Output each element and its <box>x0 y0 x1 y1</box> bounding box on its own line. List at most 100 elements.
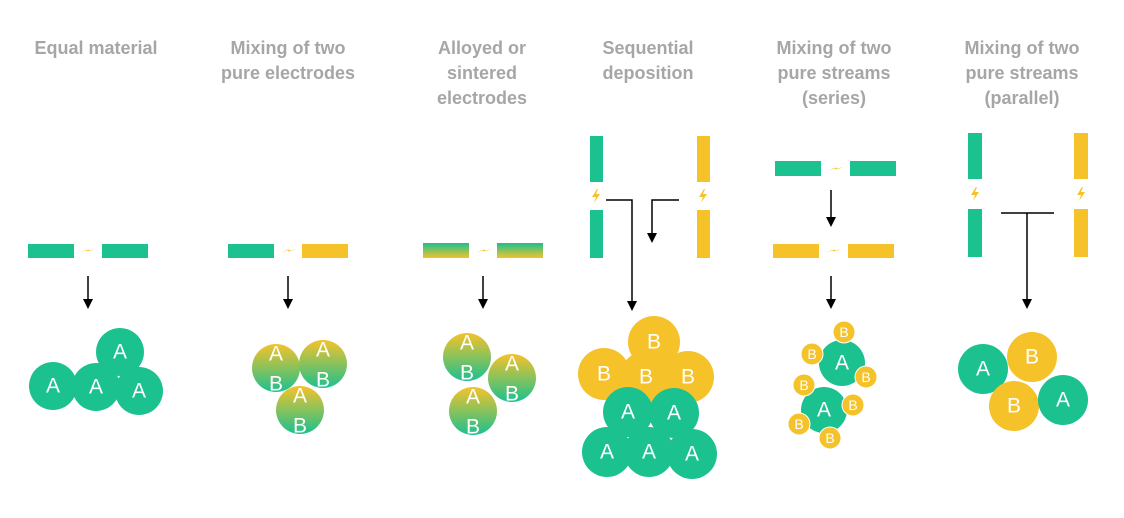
particle-label: B <box>466 416 480 439</box>
particle-mixed <box>276 386 324 434</box>
particle-b-small <box>854 365 878 389</box>
particle-label: A <box>600 441 614 464</box>
particle-label: B <box>597 363 611 386</box>
panel-title-mixing-streams-parallel: Mixing of two pure streams (parallel) <box>964 38 1080 108</box>
electrode-a <box>590 210 603 258</box>
particle-label: A <box>46 375 60 398</box>
electrode-b <box>773 244 819 258</box>
electrode-b <box>697 210 710 258</box>
particle-a <box>1038 375 1088 425</box>
particle-mixed <box>252 344 300 392</box>
particle-b <box>578 348 630 400</box>
particle-cluster: B B B B A A A A A <box>578 316 717 479</box>
panel-title-equal-material: Equal material <box>34 38 158 58</box>
particle-b-small <box>832 320 856 344</box>
stream-arrow-b <box>647 199 679 243</box>
particle-label: A <box>1056 389 1070 412</box>
panel-mixing-pure-electrodes: A B A B A B <box>228 244 348 438</box>
particle-label: B <box>460 362 474 385</box>
electrode-a <box>968 209 982 257</box>
particle-label: A <box>976 358 990 381</box>
panel-streams-series: A A B B B B B B B <box>773 161 896 450</box>
stream-arrow-a <box>606 199 637 311</box>
particle-label: B <box>848 397 857 413</box>
particle-label: B <box>681 366 695 389</box>
particle-label: B <box>293 415 307 438</box>
particle-a <box>603 387 653 437</box>
particle-label: B <box>639 366 653 389</box>
particle-cluster: A B A B A B <box>443 332 536 439</box>
electrode-b <box>302 244 348 258</box>
particle-label: A <box>685 443 699 466</box>
particle-label: B <box>1007 395 1021 418</box>
spark-icon <box>1077 187 1085 201</box>
spark-icon <box>699 189 707 203</box>
particle-label: A <box>460 332 474 355</box>
particle-label: B <box>861 369 870 385</box>
particle-b <box>989 381 1039 431</box>
particle-mixed <box>449 387 497 435</box>
panel-equal-material: A A A A <box>28 244 163 415</box>
particle-label: B <box>647 331 661 354</box>
electrode-a <box>850 161 896 176</box>
particle-a <box>115 367 163 415</box>
particle-mixed <box>299 340 347 388</box>
electrode-b <box>697 136 710 182</box>
particle-b-small <box>818 426 842 450</box>
spark-icon <box>476 248 492 253</box>
particle-mixed <box>488 354 536 402</box>
particle-label: B <box>825 430 834 446</box>
particle-label: B <box>1025 346 1039 369</box>
electrode-a <box>590 136 603 182</box>
particle-b-small <box>800 342 824 366</box>
particle-label: A <box>642 441 656 464</box>
panel-title-mixing-streams-series: Mixing of two pure streams (series) <box>776 38 892 108</box>
particle-label: B <box>794 416 803 432</box>
electrode-a <box>968 133 982 179</box>
particle-a <box>667 429 717 479</box>
particle-label: A <box>316 339 330 362</box>
particle-label: B <box>839 324 848 340</box>
particle-a <box>649 388 699 438</box>
particle-mixed <box>443 333 491 381</box>
particle-label: B <box>505 383 519 406</box>
particle-label: A <box>269 343 283 366</box>
spark-icon <box>828 166 844 171</box>
particle-cluster: A A A A <box>29 328 163 415</box>
particle-label: A <box>835 352 849 375</box>
panel-streams-parallel: A B B A <box>958 133 1088 431</box>
electrode-b <box>848 244 894 258</box>
electrode-alloyed <box>423 243 469 258</box>
particle-a <box>624 427 674 477</box>
electrode-a <box>28 244 74 258</box>
particle-a <box>72 363 120 411</box>
panel-sequential-deposition: B B B B A A A A A <box>578 136 717 479</box>
electrode-a <box>775 161 821 176</box>
particle-cluster: A B B A <box>958 332 1088 431</box>
particle-a <box>29 362 77 410</box>
spark-icon <box>281 248 297 253</box>
particle-label: A <box>89 376 103 399</box>
particle-label: A <box>113 341 127 364</box>
panel-title-sequential-deposition: Sequential deposition <box>602 38 694 83</box>
spark-icon <box>592 189 600 203</box>
electrode-b <box>1074 133 1088 179</box>
particle-b-small <box>841 393 865 417</box>
spark-icon <box>80 248 96 253</box>
particle-cluster: A B A B A B <box>252 339 347 438</box>
particle-a-core <box>819 340 865 386</box>
particle-cluster: A A B B B B B B B <box>787 320 878 450</box>
particle-label: B <box>316 369 330 392</box>
particle-label: B <box>799 377 808 393</box>
spark-icon <box>971 187 979 201</box>
particle-label: A <box>817 399 831 422</box>
particle-label: A <box>667 402 681 425</box>
particle-label: A <box>466 386 480 409</box>
particle-b <box>1007 332 1057 382</box>
particle-b-small <box>787 412 811 436</box>
electrode-b <box>1074 209 1088 257</box>
panel-title-mixing-two-pure-electrodes: Mixing of two pure electrodes <box>220 38 356 83</box>
particle-a <box>582 427 632 477</box>
particle-a-core <box>801 387 847 433</box>
